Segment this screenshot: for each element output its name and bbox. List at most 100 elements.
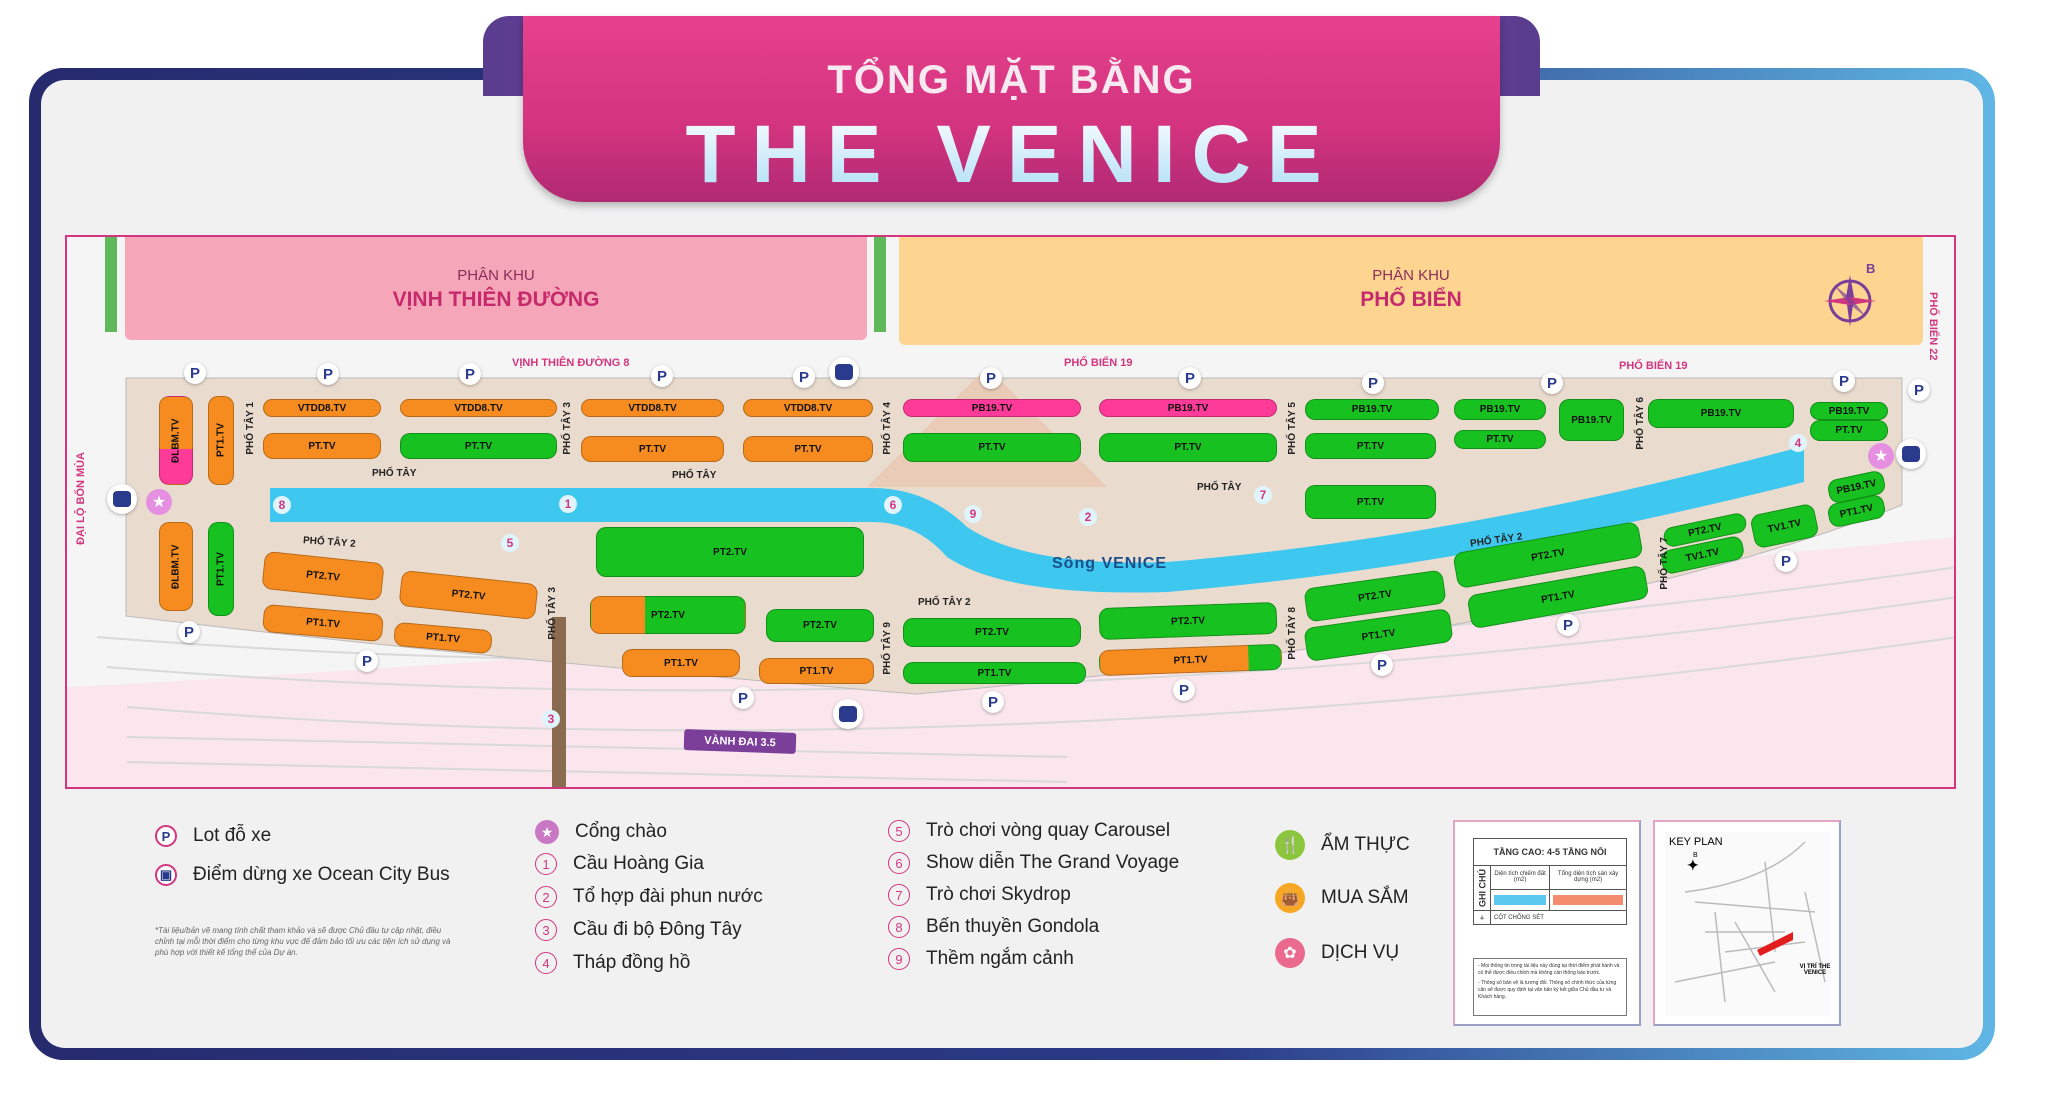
lightning-rod-label: CỘT CHỐNG SÉT [1490,910,1627,925]
road-label: ĐẠI LỘ BỐN MÙA [75,452,87,545]
road-label: VỊNH THIÊN ĐƯỜNG 8 [512,357,630,369]
zone-name: PHỐ BIỂN [1360,288,1462,311]
block: PT2.TV [596,527,864,577]
legend-label: ẨM THỰC [1321,834,1410,855]
block: PB19.TV [1454,399,1546,420]
number-badge: 8 [888,916,910,938]
parking-marker: P [1371,654,1393,676]
parking-marker: P [1908,379,1930,401]
site-plan-map: PHÂN KHU VỊNH THIÊN ĐƯỜNG PHÂN KHU PHỐ B… [65,235,1956,789]
legend-label: Bến thuyền Gondola [926,916,1100,937]
block: PT.TV [743,436,873,462]
legend-amenity: 8 Bến thuyền Gondola [888,916,1099,938]
parking-marker: P [793,366,815,388]
floor-area-swatch [1549,888,1627,912]
block: VTDD8.TV [581,399,724,417]
zone-vinh-thien-duong: PHÂN KHU VỊNH THIÊN ĐƯỜNG [125,237,867,340]
street-label: PHỐ TÂY [672,470,717,481]
parking-marker: P [980,367,1002,389]
legend-label: Cổng chào [575,821,667,842]
street-label: PHỐ TÂY 1 [245,402,256,455]
street-label: PHỐ TÂY 6 [1635,397,1646,450]
street-label: PHỐ TÂY 9 [882,622,893,675]
number-badge: 5 [888,820,910,842]
block: PT.TV [1810,420,1888,441]
legend-label: Cầu đi bộ Đông Tây [573,919,742,940]
amenity-marker: 2 [1079,508,1097,526]
block: ĐLBM.TV [159,396,193,485]
amenity-marker: 3 [542,710,560,728]
legend-label: DỊCH VỤ [1321,942,1400,963]
block: PT.TV [263,433,381,459]
street-label: PHỐ TÂY 8 [1287,607,1298,660]
green-strip [105,237,117,332]
parking-marker: P [459,363,481,385]
block: VTDD8.TV [743,399,873,417]
block: PT2.TV [903,618,1081,647]
block: PT2.TV [590,596,746,634]
block: PT.TV [581,436,724,462]
amenity-marker: 1 [559,495,577,513]
bus-icon: ▣ [155,864,177,886]
legend-amenity: 5 Trò chơi vòng quay Carousel [888,820,1170,842]
lightning-rod-icon: ⚶ [1473,910,1491,925]
title-banner: TỔNG MẶT BẰNG THE VENICE [523,16,1500,202]
legend-bus: ▣Điểm dừng xe Ocean City Bus [155,864,450,886]
street-label: PHỐ TÂY 7 [1659,537,1670,590]
star-icon: ★ [535,820,559,844]
parking-marker: P [1775,550,1797,572]
land-area-label: Diện tích chiếm đất (m2) [1489,865,1551,890]
floor-area-label: Tổng diện tích sàn xây dựng (m2) [1549,865,1627,890]
amenity-marker: 8 [273,496,291,514]
block: PT.TV [1454,430,1546,449]
block: PT1.TV [759,658,874,684]
bus-stop-icon [829,357,859,387]
number-badge: 1 [535,853,557,875]
bus-stop-icon [833,699,863,729]
disclaimer: *Tài liệu/bản vẽ mang tính chất tham khả… [155,926,451,957]
block: PT.TV [1305,433,1436,459]
parking-marker: P [1179,367,1201,389]
zone-pho-bien: PHÂN KHU PHỐ BIỂN [899,237,1923,345]
amenity-marker: 5 [501,534,519,552]
service-icon: ✿ [1275,938,1305,968]
site-plan-base [67,367,1954,787]
info-notes: - Mọi thông tin trong tài liệu này đúng … [1473,958,1627,1016]
shopping-bag-icon: 👜 [1275,883,1305,913]
key-plan-map: ✦ [1665,832,1831,1016]
parking-marker: P [651,365,673,387]
street-label: PHỐ TÂY 2 [918,597,971,608]
block: PB19.TV [1099,399,1277,417]
page-title: THE VENICE [523,108,1500,202]
number-badge: 9 [888,948,910,970]
block: VTDD8.TV [263,399,381,417]
amenity-marker: 7 [1254,486,1272,504]
parking-marker: P [1557,614,1579,636]
parking-marker: P [356,650,378,672]
parking-marker: P [1541,372,1563,394]
legend-label: Trò chơi vòng quay Carousel [926,820,1171,841]
location-label: VỊ TRÍ THE VENICE [1799,964,1831,976]
street-label: PHỐ TÂY 5 [1287,402,1298,455]
zone-prefix: PHÂN KHU [457,267,535,284]
green-strip [874,237,886,332]
legend-label: Cầu Hoàng Gia [573,853,704,874]
legend-shopping: 👜MUA SẮM [1275,883,1409,913]
number-badge: 2 [535,886,557,908]
compass-icon: B [1822,261,1882,327]
street-label: PHỐ TÂY [1197,482,1242,493]
block: PT.TV [903,433,1081,462]
gate-star-icon: ★ [146,489,172,515]
street-label: PHỐ TÂY 4 [882,402,893,455]
street-label: PHỐ TÂY [372,468,417,479]
bus-stop-icon [107,484,137,514]
land-area-swatch [1489,888,1551,912]
block: PT.TV [1099,433,1277,462]
notes-label: GHI CHÚ [1473,865,1491,911]
key-plan-title: KEY PLAN [1669,836,1723,848]
